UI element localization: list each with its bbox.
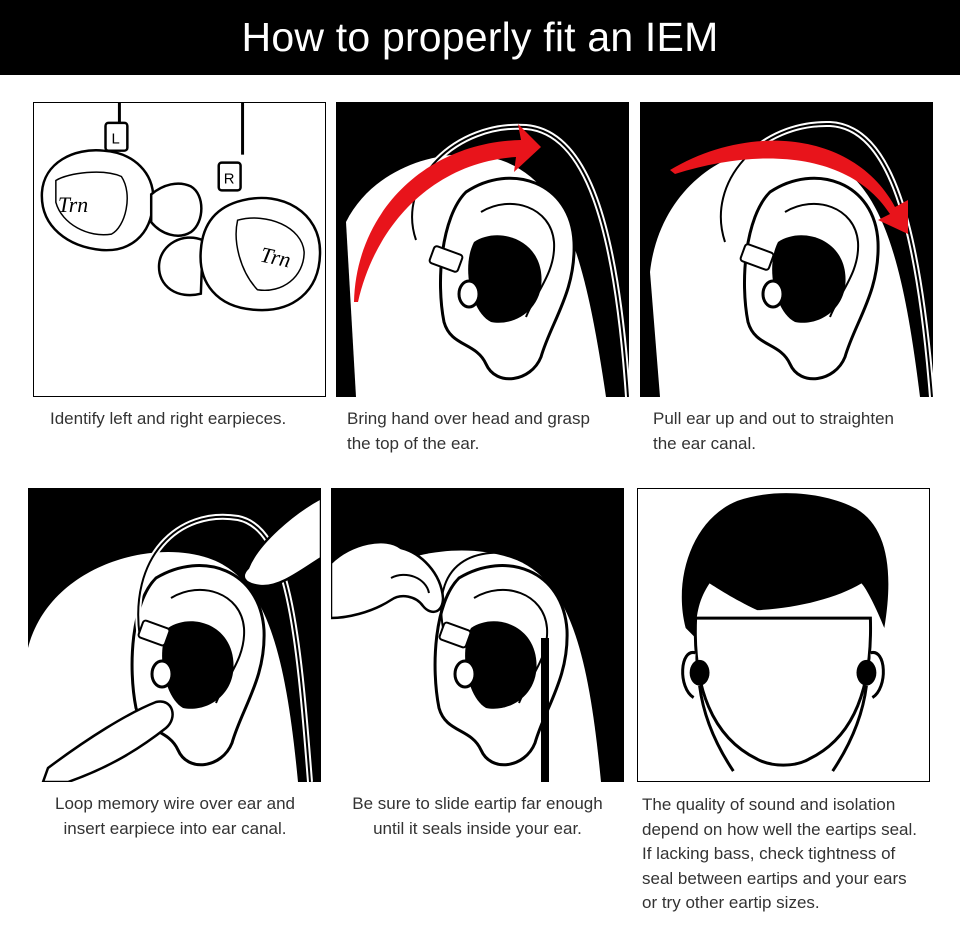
step-6-caption: The quality of sound and isolation depen…: [642, 795, 918, 912]
red-arrow: [354, 124, 541, 302]
left-connector: [104, 121, 129, 152]
right-marker: R: [224, 171, 235, 187]
earpiece: [465, 621, 537, 709]
earpieces-illustration: L Trn R Trn: [40, 103, 322, 312]
hair: [681, 493, 889, 638]
page-title: How to properly fit an IEM: [241, 14, 719, 60]
finger-bottom: [41, 700, 174, 782]
step-5-illustration: [331, 488, 624, 782]
right-earbud: [856, 659, 877, 686]
step-3-caption: Pull ear up and out to straighten the ea…: [653, 409, 894, 453]
step-4-illustration: [28, 488, 321, 782]
right-eartip: [157, 236, 205, 297]
left-eartip: [149, 182, 203, 237]
earpiece: [468, 235, 542, 323]
step-1-illustration: L Trn R Trn: [33, 102, 326, 397]
step-6-illustration: [637, 488, 930, 782]
left-marker: L: [111, 132, 119, 148]
step-4-caption: Loop memory wire over ear and insert ear…: [54, 794, 295, 838]
left-earbud: [689, 659, 710, 686]
right-connector: [217, 161, 242, 192]
step-2-illustration: [336, 102, 629, 397]
step-5-caption: Be sure to slide eartip far enough until…: [352, 794, 603, 838]
left-brand-logo: Trn: [58, 193, 88, 217]
earpiece: [772, 235, 846, 323]
header-banner: How to properly fit an IEM: [0, 0, 960, 75]
step-2-caption: Bring hand over head and grasp the top o…: [347, 409, 590, 453]
face-outline: [693, 616, 873, 767]
finger-top: [242, 496, 321, 588]
red-arrow: [670, 140, 908, 234]
step-3-illustration: [640, 102, 933, 397]
step-1-caption: Identify left and right earpieces.: [50, 409, 287, 428]
earpiece: [162, 621, 234, 709]
pinching-hand: [331, 540, 445, 620]
